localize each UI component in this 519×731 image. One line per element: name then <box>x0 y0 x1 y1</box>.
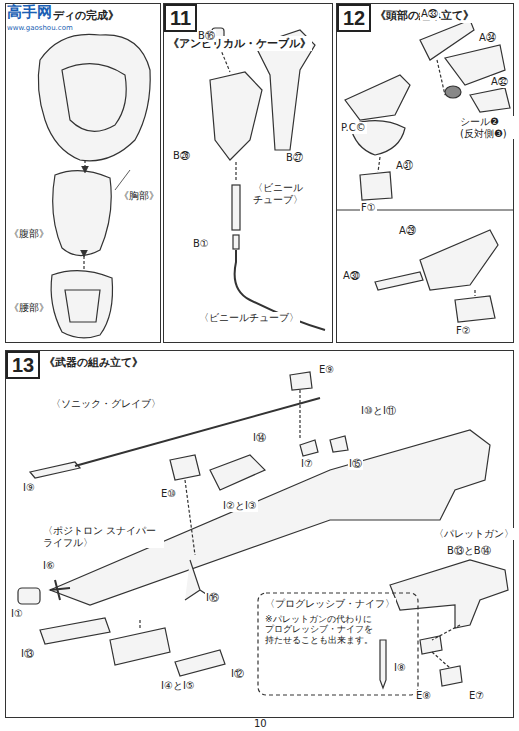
step-number: 11 <box>164 4 197 32</box>
part-label: A㉛ <box>395 160 414 172</box>
part-label: F① <box>360 202 377 214</box>
part-label: 《腰部》 <box>8 302 50 314</box>
part-label: E⑩ <box>160 488 177 500</box>
part-label: B㉖ <box>172 150 191 162</box>
part-label: A㉝ <box>420 8 439 20</box>
part-label: B⑯ <box>197 30 216 42</box>
cable-parts <box>210 28 315 249</box>
step-title: 《武器の組み立て》 <box>43 355 144 370</box>
step-title: 《アンビリカル・ケーブル》 <box>167 36 312 51</box>
part-label: 〈ビニールチューブ〉 <box>198 312 300 324</box>
part-label: F② <box>455 325 472 337</box>
step-number: 13 <box>6 351 40 379</box>
part-label: I⑧ <box>393 662 407 674</box>
page-number: 10 <box>253 718 268 730</box>
step-panel: 《ボディの完成》 <box>5 3 161 343</box>
part-label: I⑮ <box>348 458 363 470</box>
part-label: E⑨ <box>318 364 335 376</box>
body-parts <box>38 34 150 338</box>
part-label: B㉗ <box>285 152 304 164</box>
part-label: B⑬とB⑭ <box>446 545 492 557</box>
part-label: I⑭ <box>252 432 267 444</box>
part-label: 〈プログレッシブ・ナイフ〉 <box>264 598 396 610</box>
part-label: I②とI③ <box>222 500 258 512</box>
part-label: I⑫ <box>230 668 245 680</box>
step-number: 12 <box>337 4 371 32</box>
head-parts <box>345 20 510 322</box>
part-label: 〈ソニック・グレイブ〉 <box>50 398 162 410</box>
part-label: I⑨ <box>22 482 36 494</box>
step-panel: 11 《アンビリカル・ケーブル》 <box>163 3 333 343</box>
part-label: 〈パレットガン〉 <box>433 528 515 540</box>
part-label: I⑦ <box>300 458 314 470</box>
part-label: A㉞ <box>478 32 497 44</box>
part-label: シール❷ (反対側❸) <box>459 116 515 139</box>
part-label: 《胸部》 <box>118 190 160 202</box>
part-label: I⑯ <box>205 592 220 604</box>
part-label: I⑩とI⑪ <box>360 405 397 417</box>
watermark: 高手网 <box>6 4 53 21</box>
part-label: E⑦ <box>468 690 485 702</box>
part-label: 〈ビニール チューブ〉 <box>252 182 316 205</box>
part-label: B① <box>192 238 210 250</box>
part-label: E⑧ <box>415 690 432 702</box>
part-label: I④とI⑤ <box>160 680 196 692</box>
part-label: 〈ポジトロン スナイパーライフル〉 <box>42 525 164 548</box>
watermark: www.gaoshou.com <box>6 24 74 32</box>
part-label: A㉚ <box>342 270 361 282</box>
part-label: I⑬ <box>20 648 35 660</box>
part-label: P.C© <box>340 122 367 134</box>
part-label: I⑥ <box>42 560 56 572</box>
part-label: 《腹部》 <box>8 228 50 240</box>
part-label: ※パレットガンの代わりにプログレッシブ・ナイフを持たせることも出来ます。 <box>264 614 376 645</box>
step-panel: 12《頭部の組み立て》 <box>336 3 514 343</box>
part-label: I① <box>10 608 24 620</box>
part-label: A㉙ <box>398 225 417 237</box>
part-label: A㉜ <box>490 76 509 88</box>
